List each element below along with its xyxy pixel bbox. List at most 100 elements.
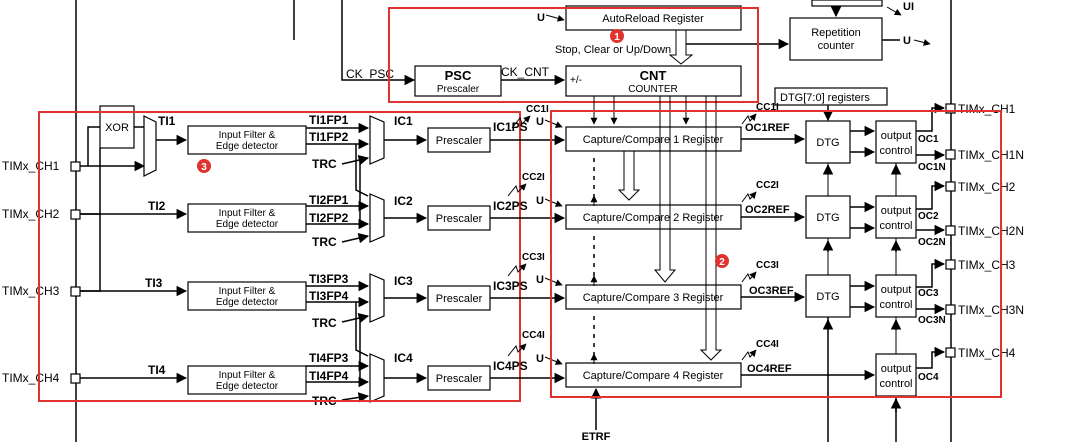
ic3ps-label: IC3PS [493, 279, 528, 293]
u-cc3-arrow [544, 277, 563, 286]
out-pin-ch3 [945, 259, 956, 270]
cc1i-out-label: CC1I [756, 102, 779, 113]
ic4ps-label: IC4PS [493, 359, 528, 373]
cnt-sub: COUNTER [628, 84, 677, 95]
highlight-box-2 [550, 110, 1002, 398]
out-pin-ch2n [945, 225, 956, 236]
cc2i-in-arrow [507, 183, 527, 197]
xor-label: XOR [105, 122, 129, 134]
ti1fp1-label: TI1FP1 [309, 113, 349, 127]
cc4-register-label: Capture/Compare 4 Register [583, 370, 724, 382]
ch3-input-label: TIMx_CH3 [2, 284, 60, 298]
trc-wire-2 [341, 233, 370, 244]
output-control-box-1 [875, 120, 917, 164]
oc3-label: OC3 [918, 288, 939, 299]
output-control-4-l1: output [881, 363, 912, 375]
oc4-wire [916, 346, 946, 369]
cc4i-in-label: CC4I [522, 330, 545, 341]
ti1fp2-label: TI1FP2 [309, 130, 349, 144]
psc-sub: Prescaler [437, 84, 480, 95]
u-label-1: U [537, 12, 545, 24]
plusminus-label: +/- [570, 75, 582, 86]
prescaler-1-label: Prescaler [436, 135, 483, 147]
ck-cnt-label: CK_CNT [501, 65, 550, 79]
cnt-to-cc3-hollow-arrow [653, 96, 677, 283]
cc3-register-box [565, 284, 742, 310]
u-cc3: U [536, 274, 544, 286]
badge-3-text: 3 [201, 162, 207, 173]
cc4i-in-arrow [507, 343, 527, 357]
ti2fp2-label: TI2FP2 [309, 211, 349, 225]
filter-box-2 [187, 203, 307, 233]
oc1ref-label: OC1REF [745, 122, 790, 134]
filter-1-line2: Edge detector [216, 141, 279, 152]
ic4-label: IC4 [394, 351, 413, 365]
filter-3-line1: Input Filter & [219, 286, 276, 297]
u-label-2: U [903, 35, 911, 47]
trc-label-2: TRC [312, 235, 337, 249]
etrf-label: ETRF [582, 431, 611, 442]
prescaler-box-1 [427, 127, 491, 153]
u-cc4-arrow [544, 356, 563, 365]
u-cc1: U [536, 116, 544, 128]
out-ch2n-label: TIMx_CH2N [958, 224, 1024, 238]
badge-2 [715, 254, 729, 268]
cnt-title: CNT [640, 68, 667, 83]
psc-cnt-group: CK_PSC PSC Prescaler CK_CNT +/- CNT COUN… [341, 0, 742, 97]
trc-wire-3 [341, 313, 370, 324]
ic2-mux [369, 193, 385, 243]
psc-title: PSC [445, 68, 472, 83]
out-ch4-label: TIMx_CH4 [958, 346, 1016, 360]
ti4fp4-label: TI4FP4 [309, 369, 349, 383]
cc4i-out-arrow [741, 349, 757, 361]
oc2-wire [916, 180, 946, 210]
oc1n-label: OC1N [918, 162, 946, 173]
capture-compare-stage: IC1PS IC2PS IC3PS IC4PS CC1I CC2I CC3I C… [490, 96, 1024, 442]
out-ch3n-label: TIMx_CH3N [958, 303, 1024, 317]
cc3i-in-label: CC3I [522, 252, 545, 263]
input-stage: TIMx_CH1 TIMx_CH2 TIMx_CH3 TIMx_CH4 XOR … [2, 105, 491, 408]
trc-wire-4 [341, 392, 370, 403]
cc1i-in-label: CC1I [526, 104, 549, 115]
prescaler-4-label: Prescaler [436, 373, 483, 385]
filter-1-line1: Input Filter & [219, 130, 276, 141]
dtg-3-label: DTG [816, 291, 839, 303]
oc3-wire [916, 258, 946, 288]
repetition-register-stub [811, 0, 883, 7]
ui-arrow [886, 6, 902, 16]
output-control-4-l2: control [879, 378, 912, 390]
output-control-box-4 [875, 353, 917, 397]
cc2i-in-label: CC2I [522, 172, 545, 183]
ch4-pin [70, 373, 81, 384]
badge-1-text: 1 [614, 32, 620, 43]
autoreload-label: AutoReload Register [602, 13, 704, 25]
cc1-to-cc2-hollow-arrow [617, 151, 641, 201]
prescaler-3-label: Prescaler [436, 293, 483, 305]
ic3-label: IC3 [394, 274, 413, 288]
oc1-wire [916, 102, 946, 132]
u-arrow-1 [545, 14, 565, 22]
stop-clear-label: Stop, Clear or Up/Down [555, 44, 671, 56]
ch3-to-xor [80, 214, 101, 292]
output-control-2-l2: control [879, 220, 912, 232]
dtg-registers-label: DTG[7:0] registers [780, 92, 870, 104]
cc3i-out-label: CC3I [756, 260, 779, 271]
ti3-label: TI3 [145, 276, 163, 290]
oc2n-label: OC2N [918, 237, 946, 248]
trc-wire-1 [341, 155, 370, 166]
prescaler-2-label: Prescaler [436, 213, 483, 225]
dtg-registers-box [774, 87, 888, 106]
out-pin-ch1 [945, 103, 956, 114]
repetition-group: Repetition counter UI U [789, 0, 931, 61]
autoreload-register-box [565, 5, 742, 31]
oc2ref-label: OC2REF [745, 204, 790, 216]
cc3i-out-arrow [741, 271, 757, 283]
output-control-1-l2: control [879, 145, 912, 157]
badge-1 [610, 29, 624, 43]
ch2-to-xor [80, 148, 101, 215]
cc2i-out-label: CC2I [756, 180, 779, 191]
highlight-box-1 [388, 7, 759, 103]
oc4-label: OC4 [918, 372, 939, 383]
output-control-3-l1: output [881, 284, 912, 296]
ic1ps-label: IC1PS [493, 120, 528, 134]
